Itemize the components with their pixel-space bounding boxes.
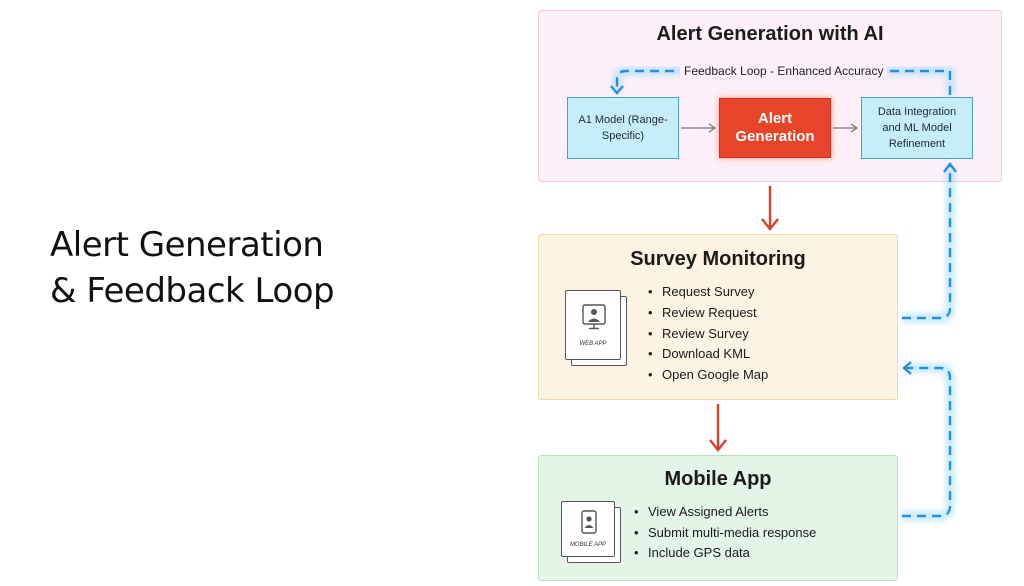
list-item: Review Request [648,303,768,324]
slide-title: Alert Generation & Feedback Loop [50,222,380,314]
list-item: Open Google Map [648,365,768,386]
ai-panel-title: Alert Generation with AI [656,23,884,45]
phone-icon [581,510,597,534]
list-item: Include GPS data [634,543,816,564]
list-item: Review Survey [648,324,768,345]
survey-to-data-feedback-arrow [902,162,957,323]
mobile-panel-title: Mobile App [664,468,772,490]
list-item: Submit multi-media response [634,523,816,544]
mobile-app-device-icon: MOBILE APP [561,501,623,565]
feedback-loop-label: Feedback Loop - Enhanced Accuracy [680,64,888,78]
list-item: Request Survey [648,282,768,303]
list-item: Download KML [648,344,768,365]
survey-to-mobile-arrow [709,404,727,452]
ai-to-survey-arrow [761,186,779,231]
monitor-icon [582,304,606,330]
web-app-device-icon: WEB APP [565,290,629,368]
mobile-steps-list: View Assigned Alerts Submit multi-media … [634,502,816,564]
mobile-to-survey-feedback-arrow [902,361,955,521]
survey-panel-title: Survey Monitoring [630,248,806,270]
slide-title-line-2: & Feedback Loop [50,271,335,311]
survey-steps-list: Request Survey Review Request Review Sur… [648,282,768,386]
data-integration-box: Data Integration and ML Model Refinement [861,97,973,159]
feedback-loop-arrow [610,66,955,95]
ai-model-box: A1 Model (Range-Specific) [567,97,679,159]
web-app-label: WEB APP [579,341,607,347]
slide-title-line-1: Alert Generation [50,225,324,265]
model-to-alert-arrow [681,123,717,133]
list-item: View Assigned Alerts [634,502,816,523]
alert-to-data-arrow [833,123,859,133]
mobile-app-label: MOBILE APP [569,542,607,548]
alert-generation-box: Alert Generation [719,98,831,158]
